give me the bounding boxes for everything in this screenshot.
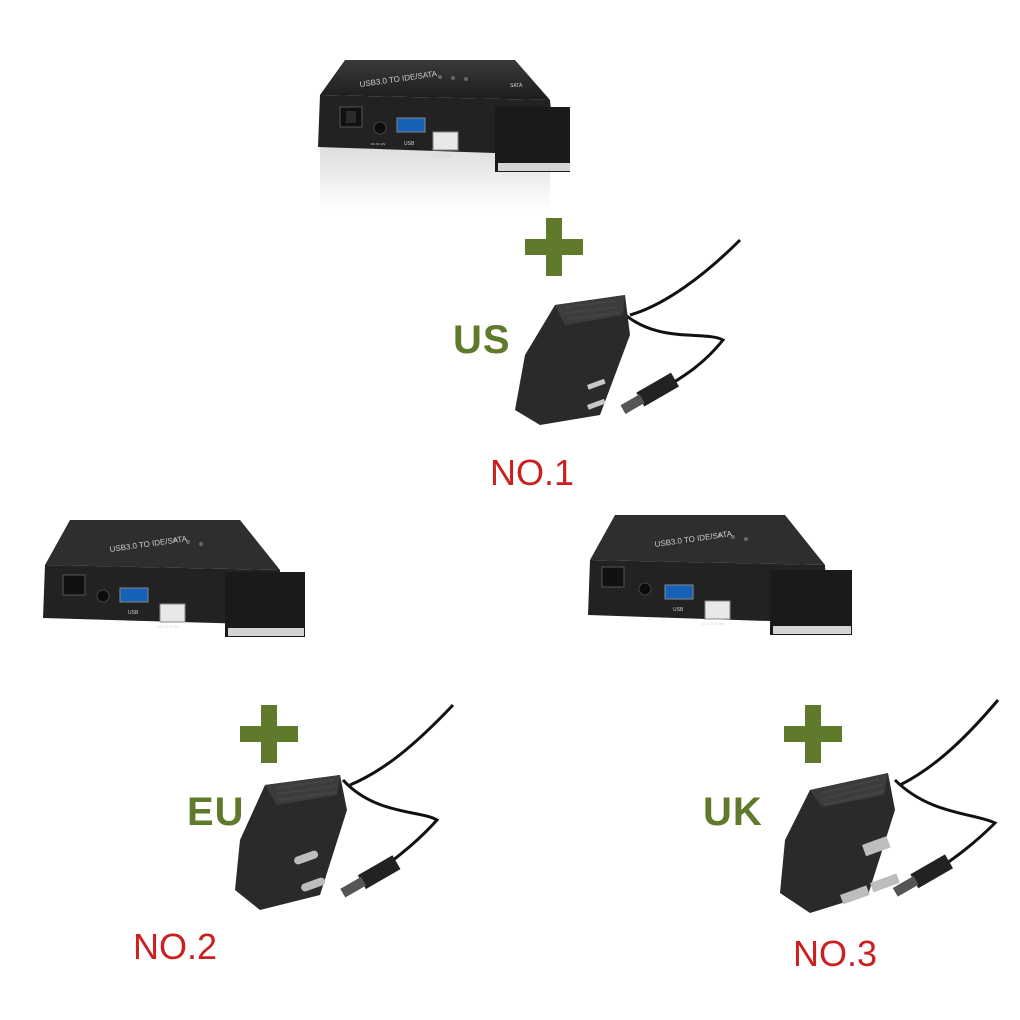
- power-adapter-eu: [235, 703, 455, 910]
- converter-device-2: USB3.0 TO IDE/SATA USB 12V G G 5V: [43, 520, 305, 637]
- device-dc-label: DC-IN 12V: [371, 142, 386, 146]
- converter-device-1: USB3.0 TO IDE/SATA USB 12V G G 5V DC-IN …: [318, 60, 570, 210]
- region-label-eu: EU: [187, 790, 245, 834]
- device-usb-label: USB: [128, 610, 139, 616]
- device-power-label: 12V G G 5V: [157, 624, 179, 629]
- power-adapter-us: [515, 238, 742, 425]
- device-power-label: 12V G G 5V: [702, 621, 724, 626]
- plus-icon-1: [525, 218, 583, 276]
- device-usb-label: USB: [673, 607, 684, 613]
- option-number-3: NO.3: [793, 933, 878, 974]
- region-label-us: US: [453, 318, 511, 362]
- plus-icon-2: [240, 705, 298, 763]
- power-adapter-uk: [780, 699, 1000, 913]
- converter-device-3: USB3.0 TO IDE/SATA USB 12V G G 5V: [588, 515, 852, 635]
- plus-icon-3: [784, 705, 842, 763]
- device-usb-label: USB: [404, 141, 415, 147]
- device-power-label: 12V G G 5V: [430, 153, 452, 158]
- device-sata-label: SATA: [510, 83, 523, 89]
- option-number-2: NO.2: [133, 926, 218, 967]
- option-number-1: NO.1: [490, 452, 575, 493]
- region-label-uk: UK: [703, 790, 763, 834]
